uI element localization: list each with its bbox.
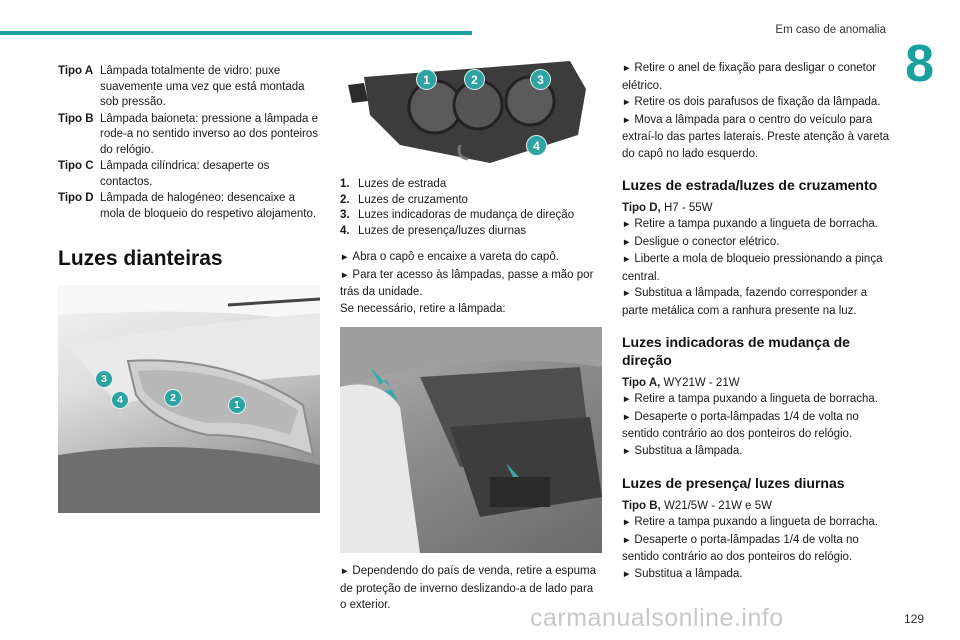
subsection-title-turn-indicators: Luzes indicadoras de mudança de direção [622,334,850,368]
callout-badge: 4 [526,135,547,156]
watermark: carmanualsonline.info [530,604,784,632]
bullet-arrow-icon: ► [622,517,632,528]
chapter-title: Em caso de anomalia [775,24,886,36]
bullet-arrow-icon: ► [622,394,632,405]
bullet-arrow-icon: ► [622,534,632,546]
bullet-arrow-icon: ► [622,114,632,126]
section-title-front-lights: Luzes dianteiras [58,247,223,270]
list-item: 1.Luzes de estrada [340,178,447,190]
bulb-removal-steps: ►Retire o anel de fixação para desligar … [622,62,890,160]
bullet-arrow-icon: ► [622,236,632,248]
lamp-type-row: Tipo B Lâmpada baioneta: pressione a lâm… [58,112,320,160]
bullet-arrow-icon: ► [622,288,632,299]
chapter-number: 8 [905,35,934,93]
column-middle: 1 2 3 4 1.Luzes de estrada 2.Luzes de cr… [340,55,602,614]
lamp-type-label: Tipo D [58,192,94,204]
bullet-arrow-icon: ► [622,411,632,423]
column-right: ►Retire o anel de fixação para desligar … [622,60,890,583]
bullet-arrow-icon: ► [340,252,350,263]
turn-indicator-steps: ►Retire a tampa puxando a lingueta de bo… [622,393,878,457]
bullet-arrow-icon: ► [622,63,632,74]
bullet-arrow-icon: ► [622,254,632,265]
lamp-type-text: Lâmpada totalmente de vidro: puxe suavem… [100,65,305,108]
lamp-type-label: Tipo A [58,65,94,77]
headlamp-parts-list: 1.Luzes de estrada 2.Luzes de cruzamento… [340,177,602,239]
front-headlight-photo: 3 4 2 1 [58,285,320,513]
callout-badge: 3 [530,69,551,90]
list-item: 2.Luzes de cruzamento [340,193,468,206]
bulb-spec: Tipo D, H7 - 55W [622,202,713,214]
bullet-arrow-icon: ► [622,568,632,580]
callout-badge: 1 [228,396,246,414]
bullet-arrow-icon: ► [340,566,350,577]
subsection-title-high-low-beam: Luzes de estrada/luzes de cruzamento [622,177,878,193]
callout-badge: 3 [95,370,113,388]
lamp-type-row: Tipo C Lâmpada cilíndrica: desaperte os … [58,159,320,191]
headlamp-unit-diagram: 1 2 3 4 [340,55,602,167]
page-number: 129 [903,612,924,626]
callout-badge: 1 [416,69,437,90]
access-instructions: ►Abra o capô e encaixe a vareta do capô.… [340,251,594,315]
callout-badge: 4 [111,391,129,409]
header-accent-bar [0,31,472,35]
position-light-steps: ►Retire a tampa puxando a lingueta de bo… [622,516,878,580]
callout-badge: 2 [464,69,485,90]
engine-bay-photo [340,327,602,553]
bullet-arrow-icon: ► [622,445,632,457]
bullet-arrow-icon: ► [622,97,632,108]
bulb-spec: Tipo B, W21/5W - 21W e 5W [622,500,772,512]
callout-badge: 2 [164,389,182,407]
list-item: 4.Luzes de presença/luzes diurnas [340,224,527,237]
column-left: Tipo A Lâmpada totalmente de vidro: puxe… [58,64,320,513]
bullet-arrow-icon: ► [622,219,632,230]
engine-bay-illustration [340,327,602,553]
high-low-beam-steps: ►Retire a tampa puxando a lingueta de bo… [622,218,883,317]
lamp-type-label: Tipo C [58,160,94,172]
list-item: 3.Luzes indicadoras de mudança de direçã… [340,209,575,221]
lamp-type-text: Lâmpada cilíndrica: desaperte os contact… [100,160,270,188]
lamp-type-row: Tipo A Lâmpada totalmente de vidro: puxe… [58,64,320,112]
foam-removal-instruction: ►Dependendo do país de venda, retire a e… [340,565,596,611]
bullet-arrow-icon: ► [340,269,350,281]
subsection-title-position-daytime-lights: Luzes de presença/ luzes diurnas [622,475,845,491]
lamp-type-text: Lâmpada baioneta: pressione a lâmpada e … [100,112,319,156]
front-car-illustration [58,285,320,513]
lamp-type-row: Tipo D Lâmpada de halogéneo: desencaixe … [58,191,320,223]
lamp-types-table: Tipo A Lâmpada totalmente de vidro: puxe… [58,64,320,223]
lamp-type-text: Lâmpada de halogéneo: desencaixe a mola … [100,192,317,220]
bulb-spec: Tipo A, WY21W - 21W [622,377,740,389]
lamp-type-label: Tipo B [58,112,94,125]
